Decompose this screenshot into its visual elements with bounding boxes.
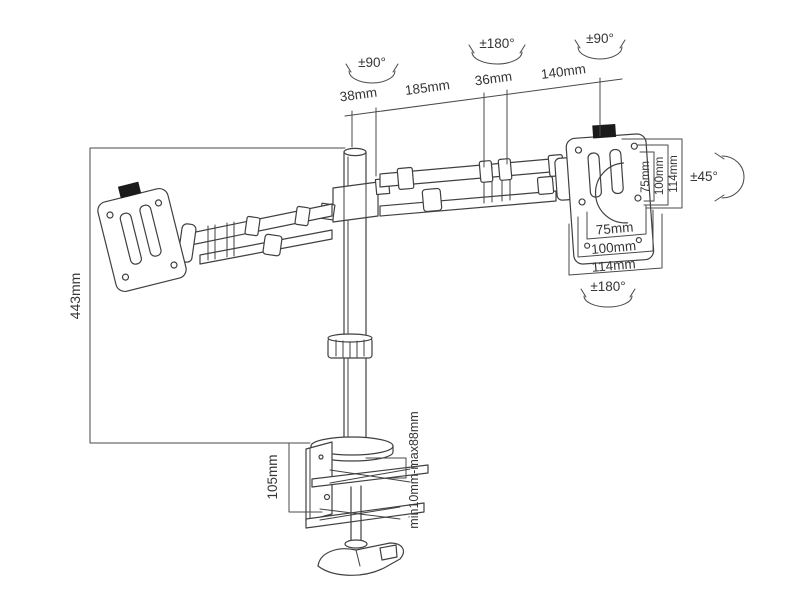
rotation-arc-icon	[348, 70, 396, 84]
cable-clip	[536, 175, 555, 196]
angle-head-rotation: ±180°	[580, 279, 636, 308]
elbow-swivel-label: ±180°	[479, 36, 514, 51]
vesa-v-114-label: 114mm	[668, 155, 680, 193]
tension-knob	[117, 181, 142, 199]
right-arm	[379, 153, 574, 217]
vesa-v-75-label: 75mm	[640, 161, 652, 193]
dim-36mm-label: 36mm	[474, 69, 513, 89]
dimension-vesa-vertical: 75mm 100mm 114mm	[621, 138, 683, 209]
clamp-screw	[350, 485, 362, 544]
vesa-h-75-label: 75mm	[595, 219, 634, 237]
rotation-arc-icon	[577, 46, 623, 60]
cable-clip	[262, 233, 283, 257]
desk-thickness-label: min10mm-max88mm	[407, 411, 421, 528]
tension-knob	[592, 123, 617, 139]
pole-collar	[327, 333, 373, 359]
dimension-vesa-horizontal: 75mm 100mm 114mm	[568, 205, 663, 276]
vesa-v-100-label: 100mm	[654, 157, 666, 195]
dimension-clamp-height: 105mm	[265, 442, 323, 513]
head-tilt-label: ±45°	[690, 169, 718, 184]
rotation-arc-icon	[583, 295, 633, 308]
pole-swivel-label: ±90°	[358, 55, 386, 70]
dim-140mm-label: 140mm	[540, 61, 587, 82]
left-vesa-plate	[97, 181, 187, 293]
vesa-h-100-label: 100mm	[591, 238, 637, 257]
angle-elbow-swivel: ±180°	[468, 36, 526, 65]
pole-height-label: 443mm	[67, 273, 83, 320]
dimension-pole-height: 443mm	[67, 147, 346, 444]
angle-head-swivel: ±90°	[574, 31, 626, 60]
vesa-h-114-label: 114mm	[591, 256, 636, 275]
tilt-arc-icon	[721, 155, 745, 199]
desk-clamp	[305, 436, 429, 576]
angle-pole-swivel: ±90°	[345, 55, 399, 84]
rotation-arc-icon	[471, 51, 523, 65]
dim-185mm-label: 185mm	[404, 77, 451, 98]
head-rotation-label: ±180°	[590, 279, 625, 294]
dimension-top-chain: 38mm 185mm 36mm 140mm	[339, 61, 623, 177]
dim-38mm-label: 38mm	[339, 85, 378, 105]
angle-head-tilt: ±45°	[690, 152, 745, 202]
head-swivel-label: ±90°	[586, 31, 614, 46]
left-arm	[177, 203, 333, 265]
clamp-height-label: 105mm	[265, 454, 280, 499]
right-vesa-plate	[565, 123, 655, 265]
dimension-desk-thickness: min10mm-max88mm	[365, 411, 421, 529]
cable-clip	[421, 187, 443, 213]
